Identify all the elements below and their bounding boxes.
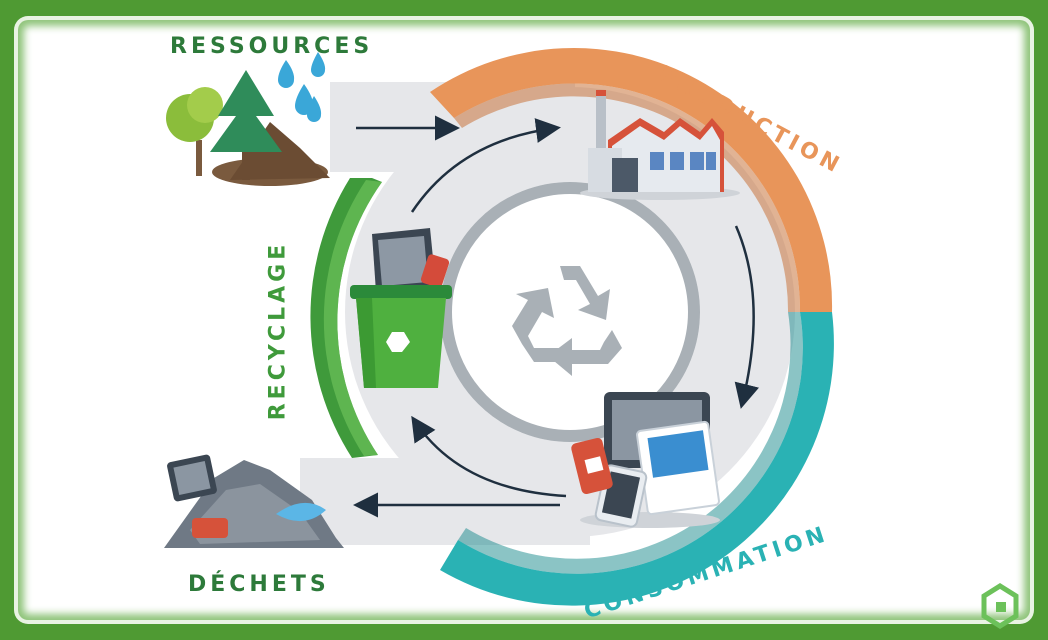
inner-disc xyxy=(460,202,680,422)
logo-icon xyxy=(981,583,1019,629)
recycle-bin-icon xyxy=(350,228,452,388)
label-ressources: RESSOURCES xyxy=(170,34,374,59)
recyclage-arc-highlight xyxy=(323,180,382,456)
consommation-arc xyxy=(440,312,834,606)
production-arc xyxy=(430,48,833,312)
trees-icon xyxy=(166,70,330,186)
devices-icon xyxy=(571,392,720,528)
recycle-symbol-icon xyxy=(512,266,622,376)
label-dechets: DÉCHETS xyxy=(188,572,330,597)
arrow-recycle-to-production xyxy=(410,118,561,213)
consommation-arc-shadow xyxy=(458,312,803,574)
water-drops-icon xyxy=(278,52,326,122)
arrow-production-to-consommation xyxy=(734,225,759,409)
inner-ring xyxy=(440,182,700,442)
recyclage-arc xyxy=(310,178,382,458)
factory-icon xyxy=(580,90,740,200)
label-recyclage: RECYCLAGE xyxy=(265,240,291,421)
waste-pile-icon xyxy=(164,454,344,548)
arrow-consommation-to-recycle xyxy=(411,415,567,498)
